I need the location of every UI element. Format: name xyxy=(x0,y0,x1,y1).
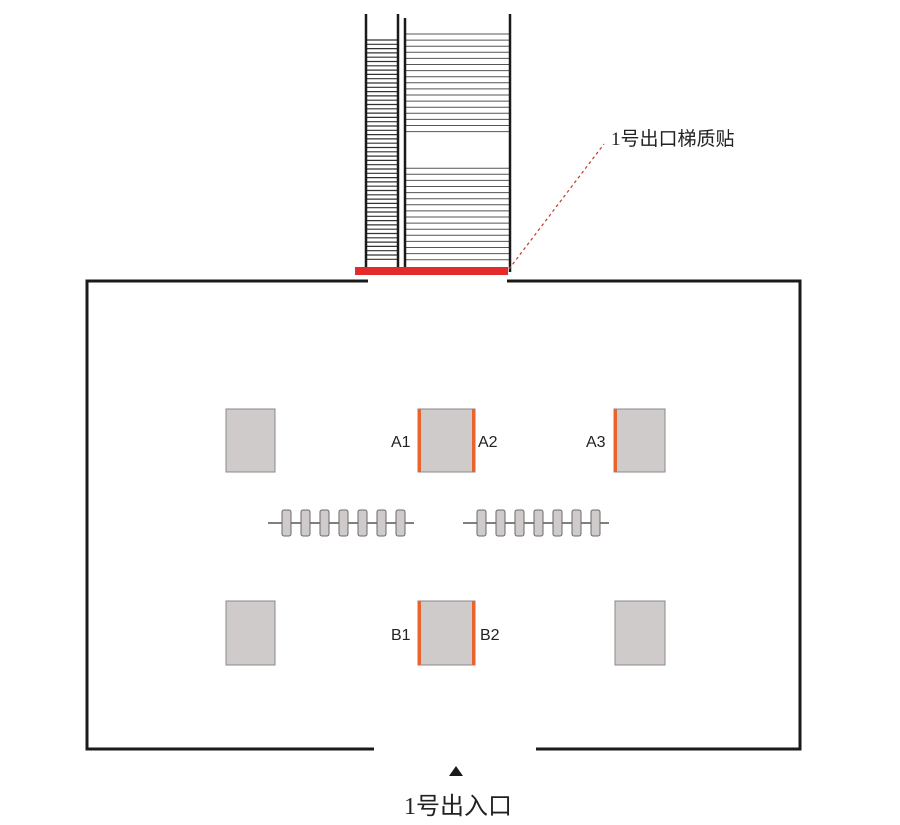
pillar-top-left xyxy=(225,408,276,473)
label-a1: A1 xyxy=(391,434,411,451)
escalator-structure xyxy=(364,14,512,272)
ticket-gate xyxy=(395,509,406,537)
pillar-a3 xyxy=(613,408,666,473)
pillar-b1-marker xyxy=(418,601,421,665)
ticket-gate xyxy=(590,509,601,537)
ticket-gate xyxy=(552,509,563,537)
ticket-gate xyxy=(376,509,387,537)
label-b1: B1 xyxy=(391,627,411,644)
pillar-bottom-left xyxy=(225,600,276,666)
label-b2: B2 xyxy=(480,627,500,644)
callout-label: 1号出口梯质贴 xyxy=(611,128,735,150)
ticket-gate xyxy=(357,509,368,537)
escalator-red-marker xyxy=(355,267,508,275)
pillar-a3-marker xyxy=(614,409,617,472)
ticket-gate xyxy=(319,509,330,537)
ticket-gates-right xyxy=(463,509,609,537)
wide-stair-treads xyxy=(405,33,510,261)
entrance-label: 1号出入口 xyxy=(404,793,512,820)
ticket-gate xyxy=(300,509,311,537)
up-triangle-icon xyxy=(449,766,463,776)
hall-wall-upper xyxy=(85,279,374,751)
ticket-gate xyxy=(281,509,292,537)
ticket-gate xyxy=(514,509,525,537)
ticket-gate xyxy=(495,509,506,537)
pillar-b2-marker xyxy=(472,601,475,665)
hall-wall-right xyxy=(507,279,802,751)
label-a2: A2 xyxy=(478,434,498,451)
ticket-gate xyxy=(338,509,349,537)
label-a3: A3 xyxy=(586,434,606,451)
narrow-escalator-treads xyxy=(366,39,398,260)
ticket-gate xyxy=(476,509,487,537)
pillar-a1-marker xyxy=(418,409,421,472)
ticket-gate xyxy=(571,509,582,537)
pillar-a1-a2 xyxy=(417,408,476,473)
pillar-bottom-right xyxy=(614,600,666,666)
callout-leader-line xyxy=(508,143,605,270)
pillar-b1-b2 xyxy=(417,600,476,666)
pillar-a2-marker xyxy=(472,409,475,472)
ticket-gates-left xyxy=(268,509,414,537)
ticket-gate xyxy=(533,509,544,537)
